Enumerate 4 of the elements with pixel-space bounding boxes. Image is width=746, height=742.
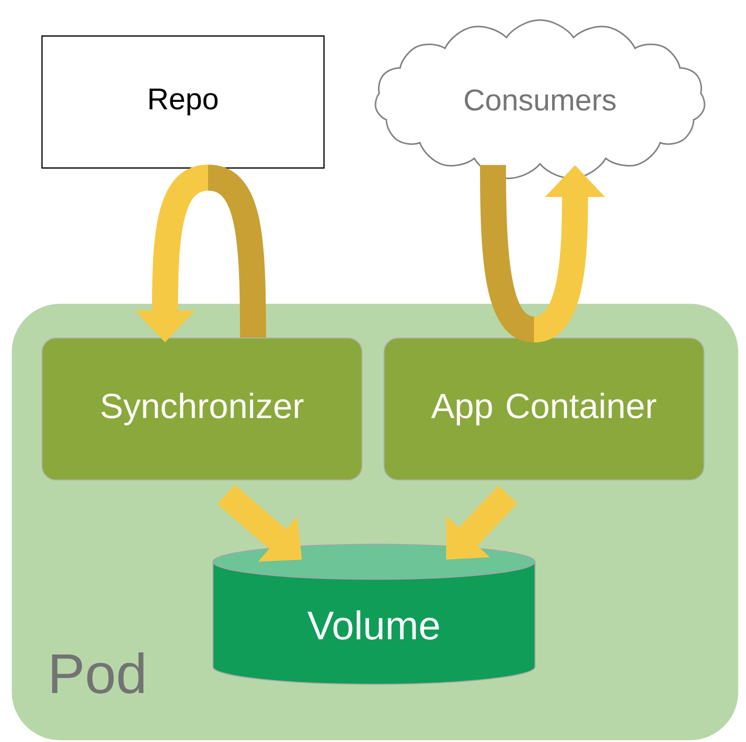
text-box: Repo [41,35,325,169]
container-box: App Container [384,338,704,480]
container-box: Synchronizer [42,338,362,480]
volume-cylinder: Volume [212,544,536,685]
